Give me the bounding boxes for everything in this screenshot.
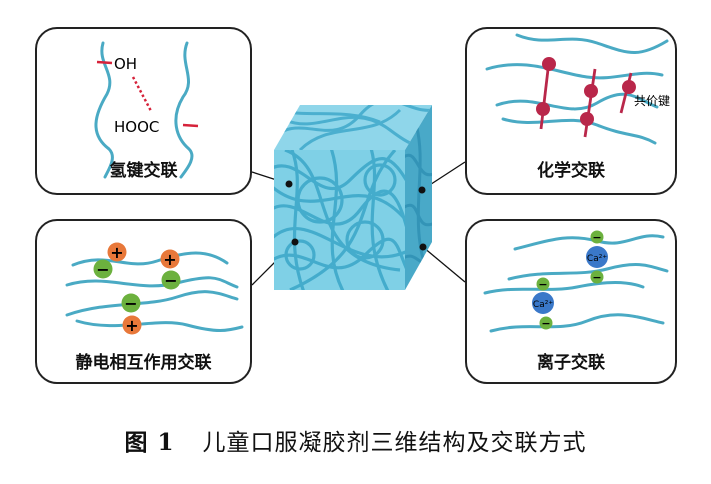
- oh-label: OH: [114, 55, 137, 73]
- hooc-label: HOOC: [114, 118, 159, 136]
- negative-charge-icon: [121, 293, 141, 313]
- negative-charge-icon: [161, 270, 181, 290]
- electrostatic-label: 静电相互作用交联: [75, 353, 212, 373]
- svg-text:Ca²⁺: Ca²⁺: [533, 300, 553, 310]
- negative-charge-icon: [539, 316, 553, 330]
- positive-charge-icon: [122, 315, 142, 335]
- panel-chemical: 共价键 化学交联: [465, 27, 677, 195]
- chemical-label: 化学交联: [537, 161, 605, 181]
- svg-text:+: +: [125, 316, 138, 335]
- svg-text:−: −: [592, 271, 601, 284]
- negative-charge-icon: [590, 230, 604, 244]
- ionic-illustration: − Ca²⁺ − − Ca²⁺ −: [483, 230, 669, 333]
- calcium-ion-icon: [586, 246, 608, 268]
- negative-charge-icon: [590, 270, 604, 284]
- ionic-label: 离子交联: [537, 353, 605, 373]
- panel-ionic: − Ca²⁺ − − Ca²⁺ − 离子交联: [465, 219, 677, 384]
- svg-text:−: −: [124, 294, 137, 313]
- negative-charge-icon: [536, 277, 550, 291]
- negative-charge-icon: [93, 259, 113, 279]
- svg-text:−: −: [96, 260, 109, 279]
- svg-text:−: −: [164, 271, 177, 290]
- hydrogen-bond-label: 氢键交联: [109, 161, 178, 181]
- svg-text:−: −: [592, 231, 601, 244]
- covalent-bond-illustration: 共价键: [485, 33, 670, 145]
- covalent-bond-label: 共价键: [634, 94, 670, 108]
- hydrogen-bond-illustration: OH HOOC: [94, 41, 199, 179]
- figure-number: 图 1: [124, 429, 175, 456]
- panel-electrostatic: + − + − − + 静电相互作用交联: [35, 219, 252, 384]
- panel-hydrogen-bond: OH HOOC 氢键交联: [35, 27, 252, 195]
- positive-charge-icon: [107, 242, 127, 262]
- svg-text:+: +: [110, 243, 123, 262]
- svg-text:−: −: [541, 317, 550, 330]
- electrostatic-illustration: + − + − − +: [65, 242, 244, 335]
- calcium-ion-icon: [532, 292, 554, 314]
- figure-caption: 图 1 儿童口服凝胶剂三维结构及交联方式: [0, 423, 711, 457]
- svg-text:−: −: [538, 278, 547, 291]
- svg-text:+: +: [163, 250, 176, 269]
- positive-charge-icon: [160, 249, 180, 269]
- figure-title: 儿童口服凝胶剂三维结构及交联方式: [202, 430, 587, 456]
- svg-text:Ca²⁺: Ca²⁺: [587, 254, 607, 264]
